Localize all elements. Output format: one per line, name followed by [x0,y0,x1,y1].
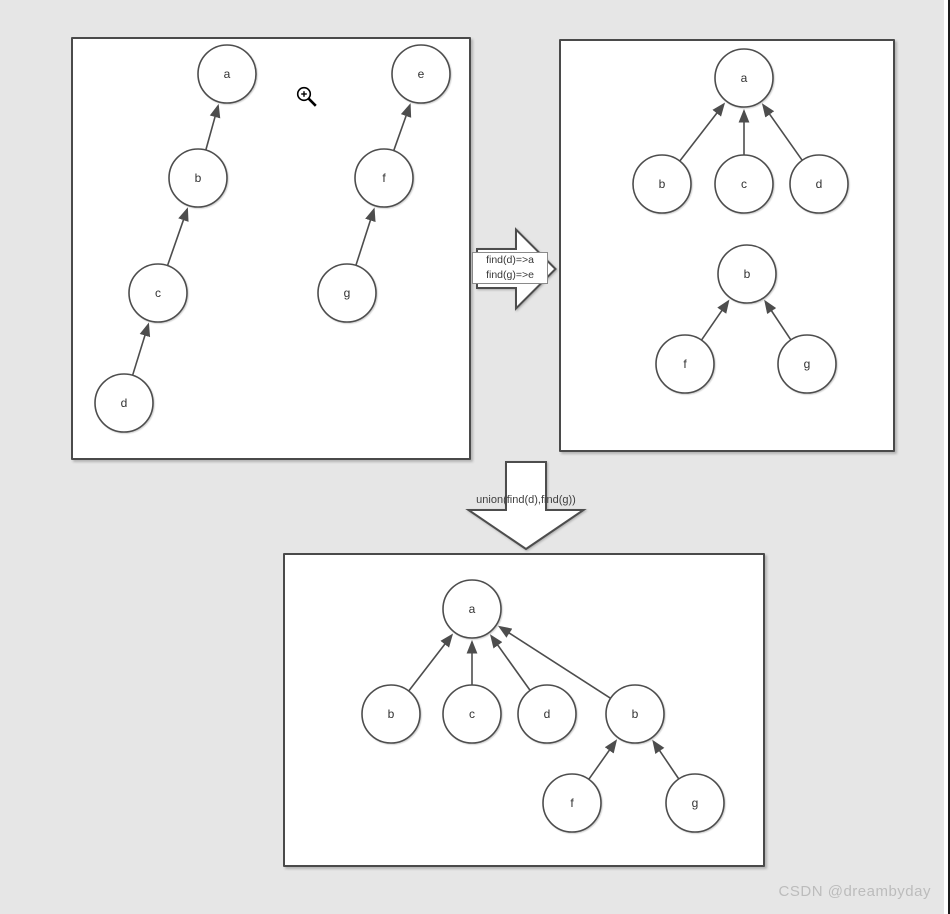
edge-after-union-d-to-a [490,634,531,691]
union-operation-label: union(find(d),find(g)) [476,494,576,506]
edge-after-union-b-to-a [408,633,454,692]
panel-after-find [559,39,895,452]
node-label-initial-chains-a: a [224,67,231,81]
node-label-after-union-b: b [388,707,395,721]
node-label-after-find-compressed-g: g [804,357,811,371]
csdn-watermark: CSDN @dreambyday [778,883,931,900]
node-after-union-d [517,684,577,744]
edge-after-find-compressed-g-to-b2 [764,299,792,341]
node-label-after-find-compressed-c: c [741,177,747,191]
node-initial-chains-f [354,148,414,208]
edge-initial-chains-d-to-c [131,322,151,376]
graph-after-union: a b c d b f g [361,579,725,833]
edge-initial-chains-g-to-f [355,207,376,266]
zoom-in-cursor-icon [296,86,317,107]
block-arrow-down-union [465,461,587,551]
find-result-label: find(d)=>a find(g)=>e [472,252,548,284]
node-after-union-g [665,773,725,833]
node-after-union-b [361,684,421,744]
edge-after-find-compressed-f-to-b2 [700,299,730,341]
node-label-after-find-compressed-f: f [683,357,687,371]
node-after-find-compressed-g [777,334,837,394]
node-label-after-union-c: c [469,707,475,721]
node-initial-chains-a [197,44,257,104]
node-after-find-compressed-c [714,154,774,214]
node-initial-chains-e [391,44,451,104]
node-initial-chains-b [168,148,228,208]
edge-after-find-compressed-b-to-a [679,102,726,162]
node-label-after-union-d: d [544,707,551,721]
node-label-after-find-compressed-a: a [741,71,748,85]
node-label-initial-chains-e: e [418,67,425,81]
node-label-initial-chains-b: b [195,171,202,185]
node-after-union-f [542,773,602,833]
node-label-after-union-a: a [469,602,476,616]
node-label-after-union-g: g [692,796,699,810]
node-after-union-b2 [605,684,665,744]
node-label-initial-chains-g: g [344,286,351,300]
node-after-find-compressed-d [789,154,849,214]
node-after-find-compressed-b [632,154,692,214]
node-after-union-a [442,579,502,639]
node-label-initial-chains-c: c [155,286,161,300]
edge-after-find-compressed-d-to-a [761,103,803,161]
edge-initial-chains-f-to-e [392,103,412,151]
node-label-initial-chains-f: f [382,171,386,185]
node-initial-chains-g [317,263,377,323]
graph-layer: a e b f c g d a b c d b f g a b c d b f g [94,44,849,833]
graph-initial-chains: a e b f c g d [94,44,451,433]
edge-after-union-f-to-b2 [588,739,618,780]
node-after-union-c [442,684,502,744]
node-initial-chains-d [94,373,154,433]
edge-after-union-b2-to-a [497,625,612,699]
node-label-after-find-compressed-b2: b [744,267,751,281]
node-label-after-find-compressed-d: d [816,177,823,191]
node-after-find-compressed-a [714,48,774,108]
node-after-find-compressed-b2 [717,244,777,304]
edge-initial-chains-b-to-a [205,103,221,151]
node-label-after-union-f: f [570,796,574,810]
node-label-initial-chains-d: d [121,396,128,410]
find-result-line-1: find(d)=>a [486,254,534,266]
right-edge-white-strip [944,0,948,914]
node-label-after-union-b2: b [632,707,639,721]
edge-initial-chains-c-to-b [166,207,189,266]
edge-after-union-g-to-b2 [652,739,680,780]
right-edge-dark-border [948,0,950,914]
node-label-after-find-compressed-b: b [659,177,666,191]
find-result-line-2: find(g)=>e [486,268,534,281]
node-initial-chains-c [128,263,188,323]
graph-after-find-compressed: a b c d b f g [632,48,849,394]
node-after-find-compressed-f [655,334,715,394]
